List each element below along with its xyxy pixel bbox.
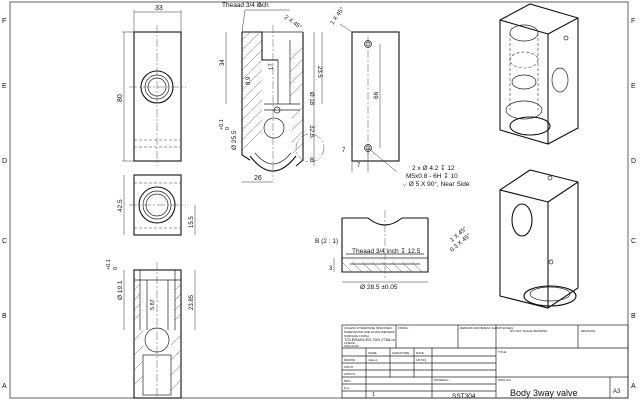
tb-note-2: DIMENSIONS ARE IN MILLIMETERS — [344, 330, 395, 334]
isometric-view-lower — [499, 169, 579, 309]
thread-callout: Theaad 3/4 inch — [222, 2, 269, 9]
dim-34: 34 — [220, 59, 226, 66]
dim-5-87: 5.87 — [150, 299, 156, 310]
dim-tol-zero: 0 — [225, 127, 231, 130]
tb-note-5: LINEAR: — [344, 341, 356, 345]
tb-drawing-title: Body 3way valve — [510, 388, 578, 398]
side-chamfer: 1 X 45° — [330, 6, 347, 26]
tb-note-3: SURFACE FINISH: — [344, 334, 370, 338]
dim-tol-plus-b: +0.1 — [106, 259, 112, 270]
zone-letter: C — [631, 238, 636, 245]
hole-note-3: ⌵ Ø 5 X 90°, Near Side — [402, 180, 470, 188]
dim-front-height: 80 — [117, 94, 124, 102]
zone-letter: B — [2, 313, 7, 320]
hole-note-1: 2 x Ø 4.2 ↧ 12 — [412, 164, 455, 172]
tb-do-not-scale: DO NOT SCALE DRAWING — [510, 329, 548, 333]
zone-letter: F — [2, 18, 6, 25]
tb-col-date: DATE — [416, 351, 424, 355]
dim-15-5: 15.5 — [189, 216, 195, 228]
tb-row-drawn: DRAWN — [344, 358, 355, 362]
tb-row-mfg: MFG — [344, 379, 351, 383]
tb-col-name: NAME — [368, 351, 377, 355]
dim-17: 17 — [269, 63, 275, 70]
tb-tolerances: TOLERANCES: DIN 2768-m — [344, 337, 395, 342]
dim-3: 3 — [329, 266, 333, 272]
tb-size: A3 — [613, 389, 621, 395]
detail-b-label: B (2 : 1) — [315, 238, 338, 245]
detail-b-view: B (2 : 1) Theaad 3/4 inch ↧ 12.5 1 X 45°… — [315, 210, 473, 291]
dim-23-85: 23.85 — [189, 294, 195, 310]
tb-deburr: DEBURR AND BREAK SHARP EDGES — [460, 326, 513, 330]
zone-letter: F — [631, 18, 635, 25]
bottom-section-view: +0.1 0 Ø 19.1 5.87 23.85 — [106, 259, 196, 399]
tb-note-1: UNLESS OTHERWISE SPECIFIED: — [344, 326, 393, 330]
dim-26: 26 — [254, 175, 262, 182]
dim-32-5: 32.5 — [308, 125, 315, 138]
dim-28-5: Ø 28.5 ±0.05 — [360, 284, 398, 291]
zone-letter: A — [2, 383, 7, 390]
tb-finish: FINISH: — [398, 326, 409, 330]
tb-row-chkd: CHK'D — [344, 365, 354, 369]
sheet-border — [9, 1, 629, 399]
tb-qa-value: 1 — [372, 392, 375, 398]
isometric-view-upper — [499, 3, 579, 145]
tb-row-appvd: APPV'D — [344, 372, 356, 376]
tb-dwg-no-label: DWG NO. — [498, 378, 512, 382]
dim-23-5: 23.5 — [316, 66, 322, 78]
side-view: 1 X 45° 66 7 7 2 x Ø 4.2 ↧ 12 M5x0.8 - 6… — [330, 6, 470, 188]
tb-col-signature: SIGNATURE — [392, 351, 409, 355]
dim-66: 66 — [373, 91, 380, 99]
zone-letter: E — [631, 83, 636, 90]
title-block: UNLESS OTHERWISE SPECIFIED: DIMENSIONS A… — [341, 324, 629, 400]
dim-front-width: 33 — [155, 5, 163, 12]
detail-thread-callout: Theaad 3/4 inch ↧ 12.5 — [352, 247, 421, 255]
front-view: 33 80 — [117, 5, 186, 166]
dim-25-5: Ø 25.5 — [231, 130, 238, 150]
zone-letter: C — [2, 238, 7, 245]
tb-revision: REVISION — [581, 329, 595, 333]
tb-note-6: ANGULAR: — [344, 344, 360, 348]
tb-title-label: TITLE: — [498, 350, 507, 354]
tb-drawn-date: 1/07/23 — [416, 358, 426, 362]
zone-letter: B — [631, 313, 636, 320]
zone-letters-left: F E D C B A — [2, 18, 7, 390]
zone-letter: E — [2, 83, 7, 90]
tb-drawn-name: mikeyz — [368, 358, 378, 362]
chamfer-label: 2 X 45° — [283, 15, 303, 32]
dim-19-1: Ø 19.1 — [117, 280, 124, 300]
dim-8-9: 8.9 — [246, 76, 252, 85]
dim-7-bottom: 7 — [357, 163, 361, 169]
tb-material: SST304 — [452, 393, 476, 400]
zone-letter: A — [631, 383, 636, 390]
top-view: 42.5 15.5 — [117, 174, 196, 236]
section-view: Theaad 3/4 inch 9 2 X 45° 34 8.9 17 +0.1… — [219, 2, 325, 183]
tb-row-qa: Q.A — [344, 386, 349, 390]
dim-7-side: 7 — [342, 148, 346, 154]
dim-42-5: 42.5 — [117, 199, 124, 212]
tb-material-label: MATERIAL: — [434, 378, 450, 382]
zone-letter: D — [2, 158, 7, 165]
dim-18: Ø 18 — [308, 92, 314, 106]
dim-tol-zero-b: 0 — [113, 267, 119, 270]
zone-letters-right: F E D C B A — [631, 18, 636, 390]
zone-letter: D — [631, 158, 636, 165]
detail-b-marker: B — [310, 158, 314, 164]
thread-depth: 9 — [258, 2, 262, 9]
dim-tol-plus: +0.1 — [219, 119, 225, 130]
hole-note-2: M5x0.8 - 6H ↧ 10 — [406, 172, 458, 180]
